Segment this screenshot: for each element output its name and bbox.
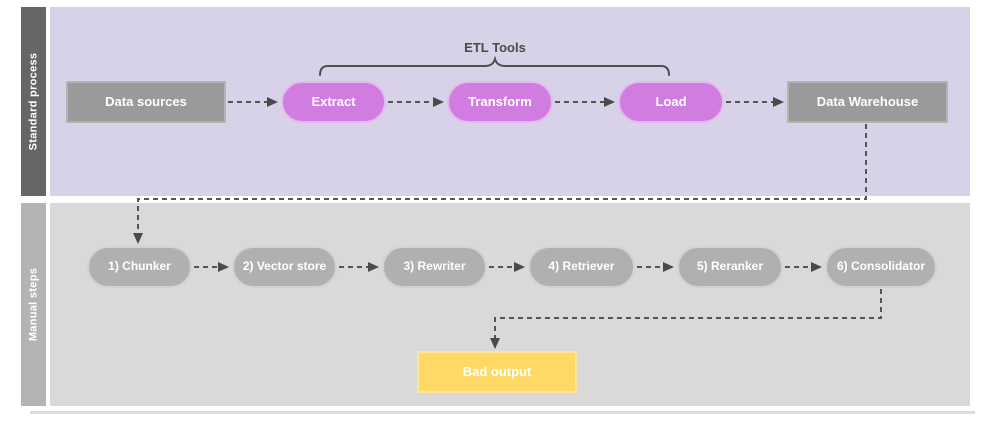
lane-bar-standard-process — [21, 7, 46, 196]
node-transform-label: Transform — [468, 93, 532, 109]
node-extract-label: Extract — [311, 93, 356, 109]
node-load: Load — [618, 81, 724, 123]
node-bad-output-label: Bad output — [462, 363, 532, 379]
node-reranker: 5) Reranker — [677, 246, 783, 288]
node-retriever-label: 4) Retriever — [548, 259, 615, 274]
node-consolidator: 6) Consolidator — [825, 246, 937, 288]
node-data-warehouse: Data Warehouse — [787, 81, 948, 123]
node-chunker: 1) Chunker — [87, 246, 192, 288]
node-transform: Transform — [447, 81, 553, 123]
node-vector-store: 2) Vector store — [232, 246, 337, 288]
arrow-warehouse-to-chunker — [133, 124, 867, 244]
arrow-consolidator-to-badoutput — [490, 289, 882, 349]
node-bad-output: Bad output — [417, 351, 577, 393]
lane-bar-manual-steps — [21, 203, 46, 406]
etl-tools-bracket — [319, 55, 670, 76]
node-extract: Extract — [281, 81, 386, 123]
node-consolidator-label: 6) Consolidator — [836, 259, 925, 274]
etl-tools-label: ETL Tools — [464, 40, 526, 55]
node-chunker-label: 1) Chunker — [108, 259, 171, 274]
node-data-sources-label: Data sources — [105, 93, 187, 109]
bottom-divider — [30, 411, 975, 414]
node-rewriter-label: 3) Rewriter — [403, 259, 466, 274]
node-vector-store-label: 2) Vector store — [242, 259, 327, 274]
node-data-warehouse-label: Data Warehouse — [816, 93, 919, 109]
node-load-label: Load — [655, 93, 687, 109]
node-rewriter: 3) Rewriter — [382, 246, 487, 288]
node-reranker-label: 5) Reranker — [696, 259, 764, 274]
node-retriever: 4) Retriever — [528, 246, 635, 288]
node-data-sources: Data sources — [66, 81, 226, 123]
